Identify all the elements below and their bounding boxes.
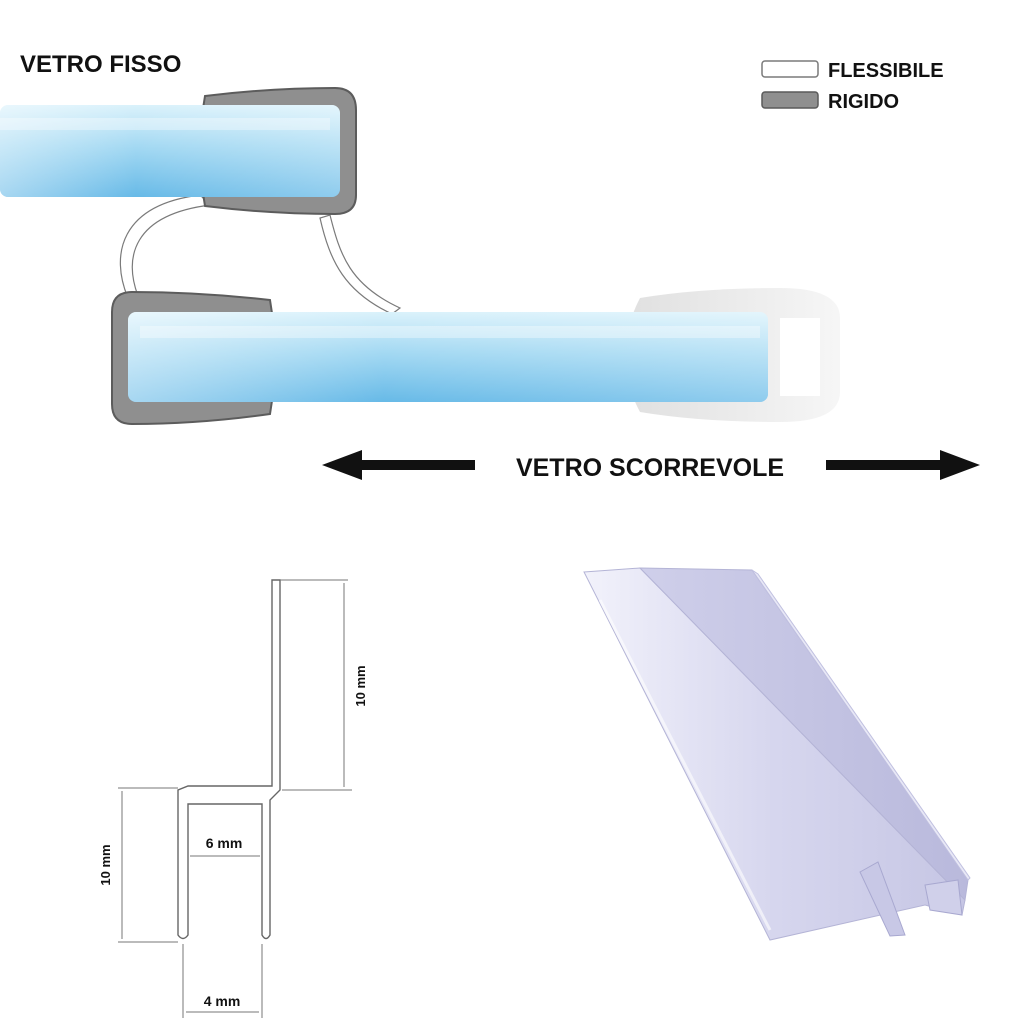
inner-width-dimension: 6 mm [206, 835, 243, 851]
sliding-direction-arrow: VETRO SCORREVOLE [322, 450, 980, 482]
rigid-swatch [761, 91, 819, 109]
flexible-swatch [761, 60, 819, 78]
profile-lip [859, 861, 906, 937]
flexible-label: FLESSIBILE [828, 60, 944, 82]
legend: FLESSIBILE RIGIDO [761, 60, 944, 113]
profile-product-render [583, 567, 971, 941]
bottom-width-dimension: 4 mm [204, 993, 241, 1009]
technical-drawing: 10 mm 10 mm 6 mm 4 mm [98, 579, 368, 1018]
arrow-left-head [322, 450, 362, 480]
arrow-right-head [940, 450, 980, 480]
sliding-glass-label: VETRO SCORREVOLE [516, 454, 784, 482]
fixed-glass-assembly [0, 86, 357, 216]
sliding-glass-assembly [111, 288, 840, 426]
top-height-dimension: 10 mm [353, 665, 368, 706]
rigid-label: RIGIDO [828, 91, 899, 113]
left-height-dimension: 10 mm [98, 844, 113, 885]
profile-outline [177, 579, 281, 940]
fixed-glass-label: VETRO FISSO [20, 51, 181, 78]
